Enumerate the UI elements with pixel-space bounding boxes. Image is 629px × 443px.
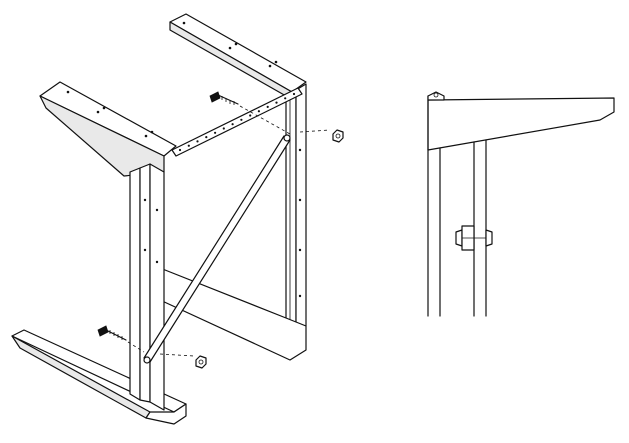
diagonal-brace	[143, 134, 291, 364]
strip-hole	[178, 148, 182, 152]
strip-hole	[205, 136, 208, 139]
strip-hole	[222, 127, 225, 130]
strip-hole	[284, 97, 287, 100]
strip-hole	[266, 105, 269, 108]
side-detail-view	[427, 91, 615, 317]
strip-hole	[196, 140, 199, 143]
strip-hole	[292, 92, 296, 96]
front-top-bracket	[39, 81, 177, 177]
strip-hole	[187, 144, 190, 147]
lower-screw	[97, 325, 127, 341]
detail-clip	[427, 91, 445, 101]
rear-top-bracket	[169, 13, 307, 97]
hole-strip	[171, 87, 303, 157]
upper-nut	[332, 129, 344, 143]
exploded-isometric-assembly	[11, 13, 344, 425]
rear-vertical-rail	[285, 83, 307, 337]
strip-hole	[214, 131, 217, 134]
lower-nut	[195, 355, 207, 369]
lower-nut-guide	[159, 353, 195, 357]
strip-hole	[275, 101, 278, 104]
strip-hole	[231, 123, 234, 126]
upper-nut-guide	[299, 129, 331, 133]
strip-hole	[257, 110, 260, 113]
strip-hole	[240, 118, 243, 121]
detail-rails	[427, 139, 487, 317]
detail-fastener	[455, 225, 493, 251]
upper-screw	[209, 91, 239, 105]
strip-hole	[249, 114, 252, 117]
front-vertical-rail	[129, 163, 165, 411]
